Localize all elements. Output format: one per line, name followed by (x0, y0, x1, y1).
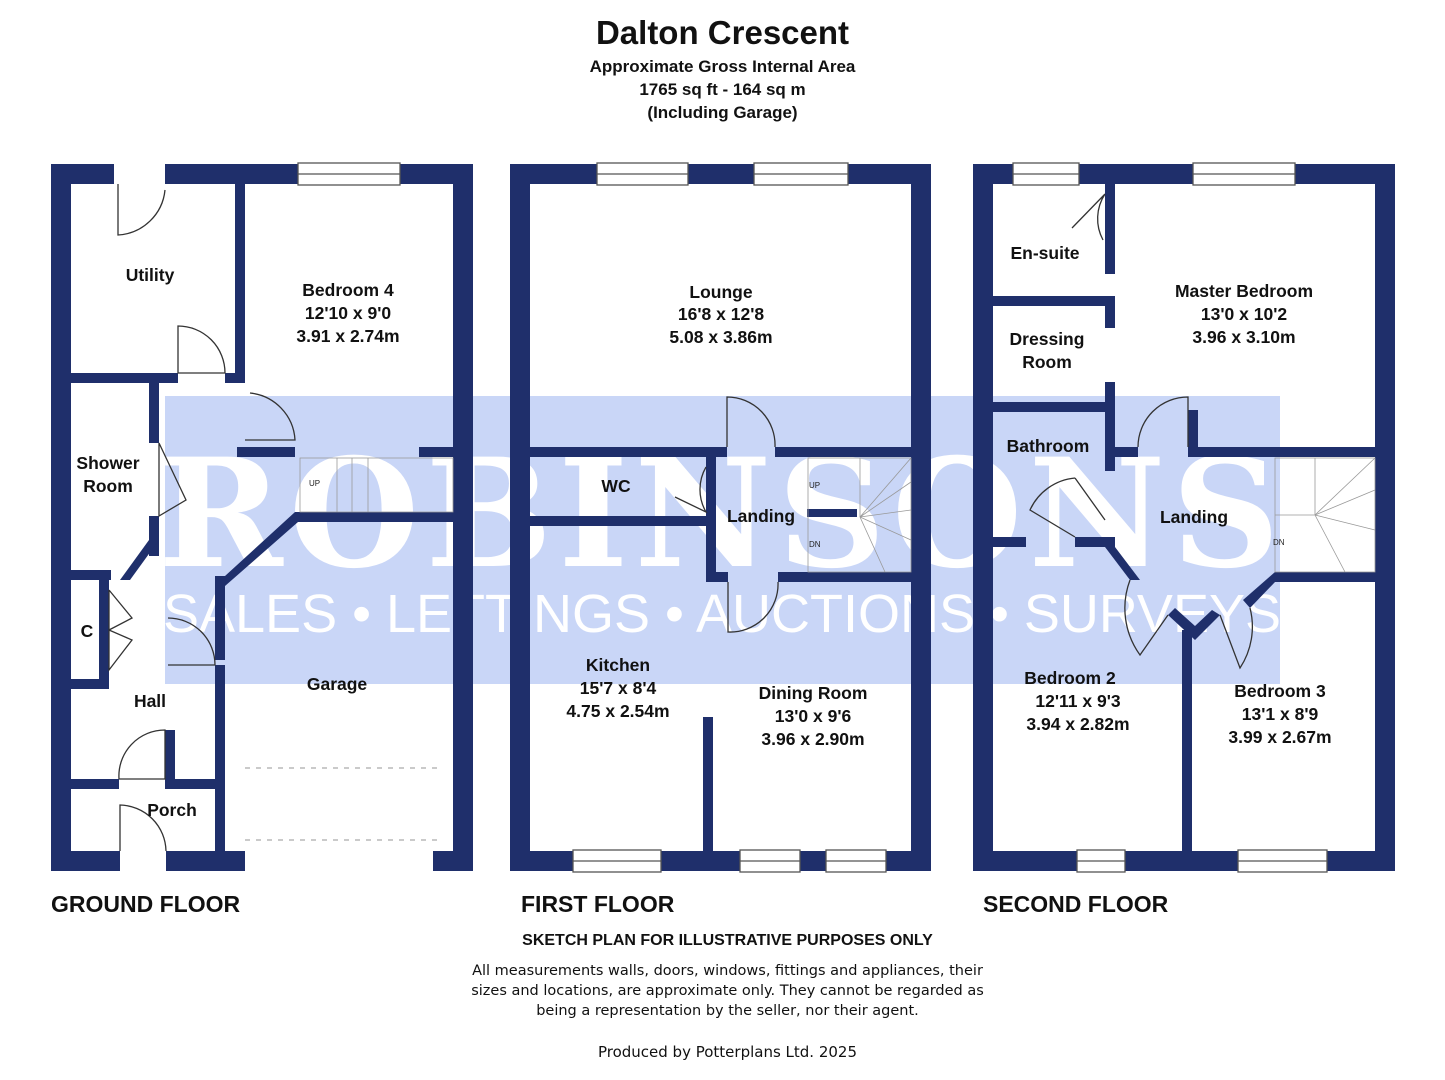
ground-floor-label: GROUND FLOOR (51, 891, 241, 917)
room-bedroom-3-metric: 3.99 x 2.67m (1228, 727, 1331, 747)
room-bedroom-2-name: Bedroom 2 (1024, 668, 1116, 688)
ground-floor-fixtures (108, 162, 454, 852)
room-bedroom-4-name: Bedroom 4 (302, 280, 394, 300)
plan-subtitle-note: (Including Garage) (647, 103, 798, 122)
room-bedroom-4-imperial: 12'10 x 9'0 (305, 303, 391, 323)
disclaimer-line-2: sizes and locations, are approximate onl… (471, 983, 984, 999)
first-floor-label: FIRST FLOOR (521, 891, 675, 917)
room-dining-imperial: 13'0 x 9'6 (775, 706, 852, 726)
first-floor-fixtures (572, 162, 912, 873)
room-lounge-imperial: 16'8 x 12'8 (678, 304, 764, 324)
disclaimer-line-1: All measurements walls, doors, windows, … (472, 963, 983, 979)
room-bathroom: Bathroom (1007, 436, 1090, 456)
first-stair-down-label: DN (809, 540, 821, 549)
room-master-imperial: 13'0 x 10'2 (1201, 304, 1287, 324)
room-master-metric: 3.96 x 3.10m (1192, 327, 1295, 347)
room-kitchen-metric: 4.75 x 2.54m (566, 701, 669, 721)
room-hall: Hall (134, 691, 166, 711)
room-second-landing: Landing (1160, 507, 1228, 527)
room-dining-metric: 3.96 x 2.90m (761, 729, 864, 749)
second-floor-fixtures (1012, 162, 1376, 873)
room-bedroom-3-name: Bedroom 3 (1234, 681, 1326, 701)
room-dressing-line-2: Room (1022, 352, 1072, 372)
plan-title: Dalton Crescent (595, 14, 850, 51)
room-shower-room-line-2: Room (83, 476, 133, 496)
second-floor-plan (973, 164, 1395, 871)
room-bedroom-2-imperial: 12'11 x 9'3 (1035, 691, 1120, 711)
room-dressing-line-1: Dressing (1010, 329, 1085, 349)
room-kitchen-imperial: 15'7 x 8'4 (580, 678, 657, 698)
room-cupboard: C (81, 621, 94, 641)
room-first-landing: Landing (727, 506, 795, 526)
ground-floor-plan (51, 164, 473, 871)
room-master-name: Master Bedroom (1175, 281, 1313, 301)
room-dining-name: Dining Room (759, 683, 868, 703)
room-bedroom-3-imperial: 13'1 x 8'9 (1242, 704, 1319, 724)
room-utility: Utility (126, 265, 175, 285)
room-shower-room-line-1: Shower (76, 453, 139, 473)
room-lounge-metric: 5.08 x 3.86m (669, 327, 772, 347)
watermark-tagline: SALES • LETTINGS • AUCTIONS • SURVEYS (163, 584, 1281, 644)
room-garage: Garage (307, 674, 368, 694)
plan-subtitle-size: 1765 sq ft - 164 sq m (639, 80, 806, 99)
room-wc: WC (601, 476, 631, 496)
first-stair-up-label: UP (809, 481, 820, 490)
room-kitchen-name: Kitchen (586, 655, 650, 675)
second-stair-down-label: DN (1273, 538, 1285, 547)
room-porch: Porch (147, 800, 197, 820)
room-lounge-name: Lounge (689, 282, 752, 302)
room-ensuite: En-suite (1010, 243, 1079, 263)
room-bedroom-2-metric: 3.94 x 2.82m (1026, 714, 1129, 734)
produced-by: Produced by Potterplans Ltd. 2025 (597, 1043, 858, 1061)
room-bedroom-4-metric: 3.91 x 2.74m (296, 326, 399, 346)
second-floor-label: SECOND FLOOR (983, 891, 1169, 917)
disclaimer-heading: SKETCH PLAN FOR ILLUSTRATIVE PURPOSES ON… (522, 932, 933, 949)
first-floor-plan (510, 164, 931, 871)
plan-subtitle-area: Approximate Gross Internal Area (589, 57, 856, 76)
disclaimer-line-3: being a representation by the seller, no… (536, 1003, 919, 1019)
ground-stair-up-label: UP (309, 479, 320, 488)
